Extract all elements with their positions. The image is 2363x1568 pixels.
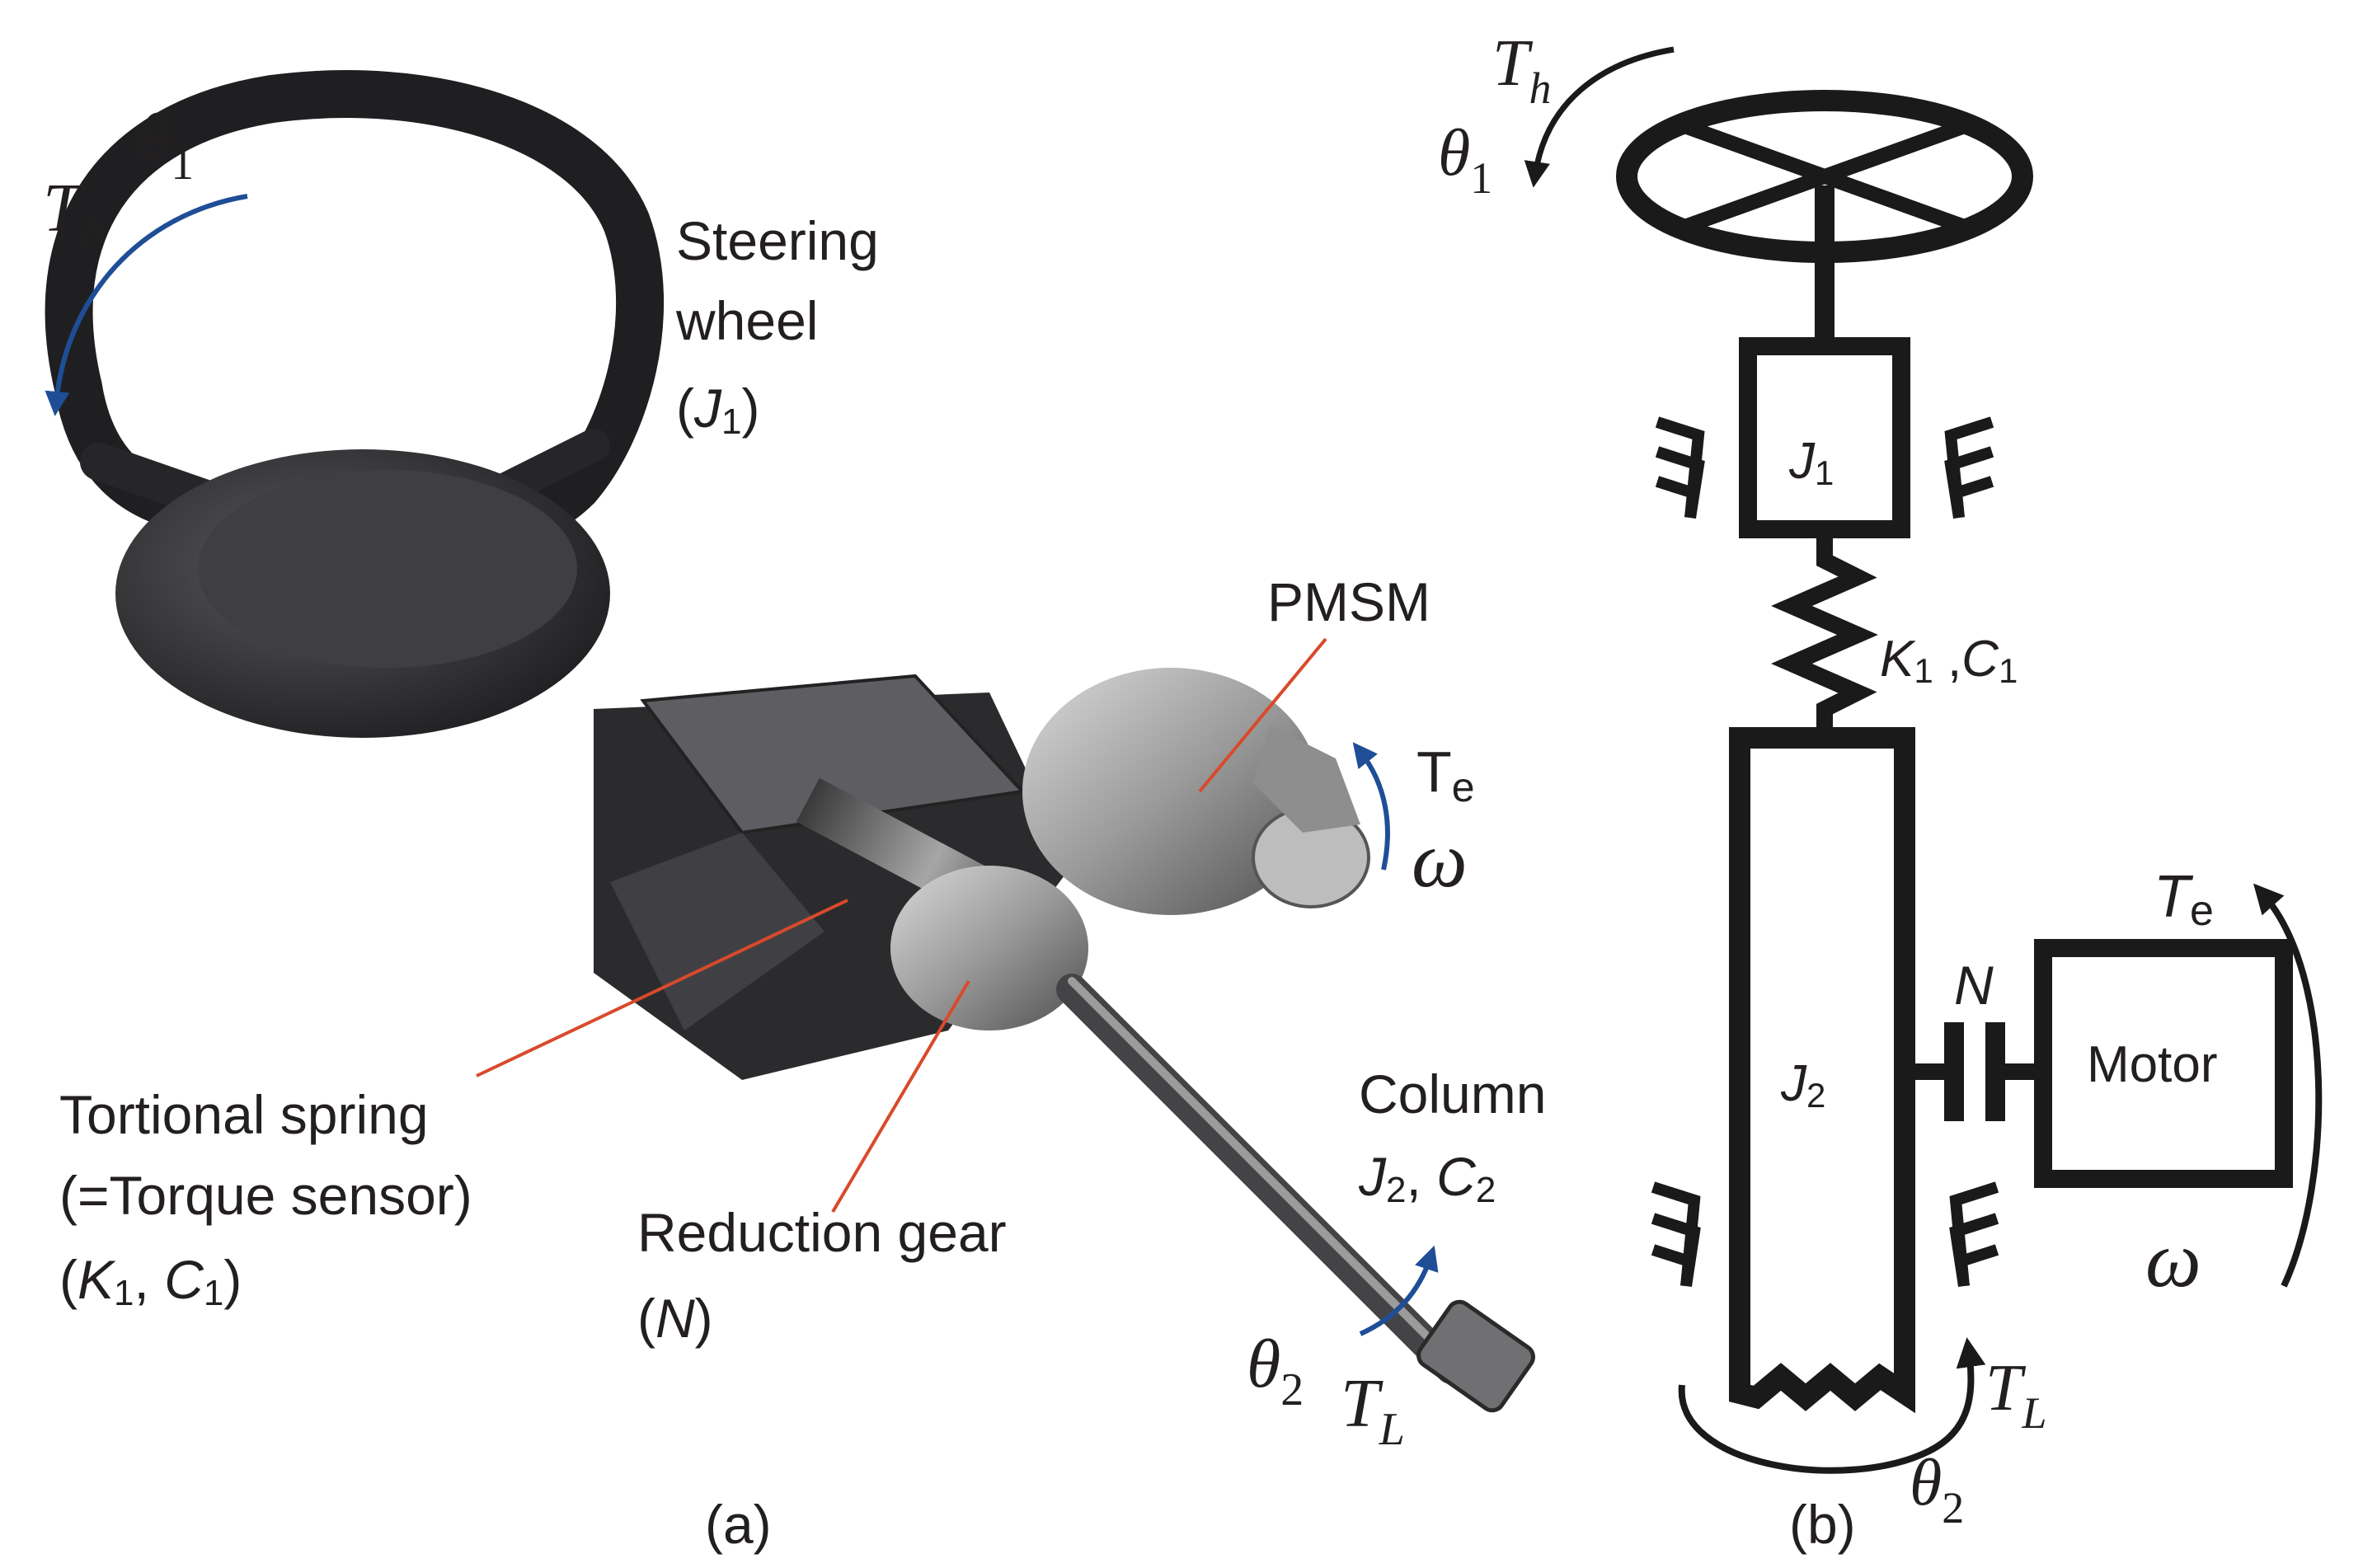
th-label-b: Th bbox=[1492, 27, 1552, 113]
steering-wheel-inertia-label: (J1) bbox=[676, 378, 759, 442]
steering-wheel-hub-pad bbox=[198, 470, 577, 668]
torsional-spring-label: Tortional spring bbox=[59, 1084, 429, 1145]
panel-b-caption: (b) bbox=[1789, 1494, 1856, 1555]
omega-label-b: ω bbox=[2145, 1215, 2201, 1303]
panel-b: Th θ1 J1 K1 ,C1 J2 N Motor bbox=[1438, 27, 2323, 1555]
panel-a: Th θ1 Steering wheel (J1) PMSM Te ω Tort… bbox=[43, 70, 1546, 1555]
column-bracket-lower bbox=[610, 833, 824, 1030]
j1-label: J1 bbox=[1788, 433, 1834, 492]
theta2-label-a: θ2 bbox=[1247, 1326, 1304, 1415]
j1-inertia-block bbox=[1739, 337, 1910, 538]
motor-label: Motor bbox=[2087, 1036, 2217, 1093]
torsional-spring-leader-line bbox=[476, 899, 848, 1077]
theta2-label-b: θ2 bbox=[1910, 1447, 1964, 1533]
column-label: Column bbox=[1359, 1063, 1546, 1124]
gear-ratio-label-b: N bbox=[1954, 955, 1994, 1016]
universal-joint bbox=[1416, 1299, 1535, 1413]
j2-label: J2 bbox=[1780, 1055, 1825, 1115]
te-omega-arrow-a bbox=[1352, 742, 1390, 871]
th-theta1-arrow-b bbox=[1524, 46, 1675, 188]
theta1-label-a: θ1 bbox=[137, 100, 194, 190]
pmsm-leader-line bbox=[1198, 637, 1327, 793]
reduction-gear-leader-line bbox=[831, 979, 970, 1214]
torsional-spring-params-label: (K1, C1) bbox=[59, 1249, 242, 1313]
column-params-label: J2, C2 bbox=[1358, 1146, 1496, 1210]
tl-label-b: TL bbox=[1985, 1352, 2047, 1438]
steering-wheel-spoke-2 bbox=[1675, 116, 1975, 237]
torsion-spring-schematic bbox=[1771, 529, 1878, 738]
steering-wheel-label: Steering bbox=[676, 210, 879, 271]
th-label-a: Th bbox=[43, 170, 105, 260]
j2-bearing-left bbox=[1651, 1181, 1701, 1288]
te-omega-arrow-b bbox=[2253, 883, 2323, 1288]
j1-bearing-right bbox=[1944, 416, 1994, 519]
panel-a-caption: (a) bbox=[705, 1494, 772, 1555]
steering-assembly-illustration bbox=[45, 70, 1535, 1413]
pmsm-label: PMSM bbox=[1267, 571, 1430, 632]
lower-column-shaft-highlight bbox=[1068, 977, 1455, 1364]
torque-sensor-label: (=Torque sensor) bbox=[59, 1165, 472, 1226]
te-label-a: Te bbox=[1416, 739, 1475, 810]
reduction-gear-ratio-label: (N) bbox=[637, 1288, 713, 1349]
pmsm-motor-flange bbox=[1253, 725, 1360, 833]
th-theta1-arrow-a bbox=[45, 194, 248, 416]
k1-c1-label: K1 ,C1 bbox=[1880, 631, 2018, 690]
j1-bearing-left bbox=[1655, 416, 1705, 519]
steering-wheel-label-line2: wheel bbox=[675, 290, 818, 351]
j2-bearing-right bbox=[1949, 1181, 1999, 1288]
tl-theta2-arrow-b bbox=[1678, 1337, 1986, 1474]
te-label-b: Te bbox=[2154, 864, 2214, 935]
motor-block bbox=[2034, 939, 2293, 1188]
lower-column-shaft bbox=[1056, 974, 1467, 1384]
omega-label-a: ω bbox=[1412, 815, 1468, 904]
tl-label-a: TL bbox=[1341, 1365, 1405, 1455]
j2-column-block bbox=[1729, 727, 1915, 1414]
theta1-label-b: θ1 bbox=[1438, 117, 1492, 203]
tl-theta2-arrow-a bbox=[1359, 1245, 1439, 1336]
reduction-gear-label: Reduction gear bbox=[637, 1202, 1007, 1263]
reduction-gear-body bbox=[890, 866, 1088, 1030]
pmsm-motor-body bbox=[1022, 668, 1319, 915]
